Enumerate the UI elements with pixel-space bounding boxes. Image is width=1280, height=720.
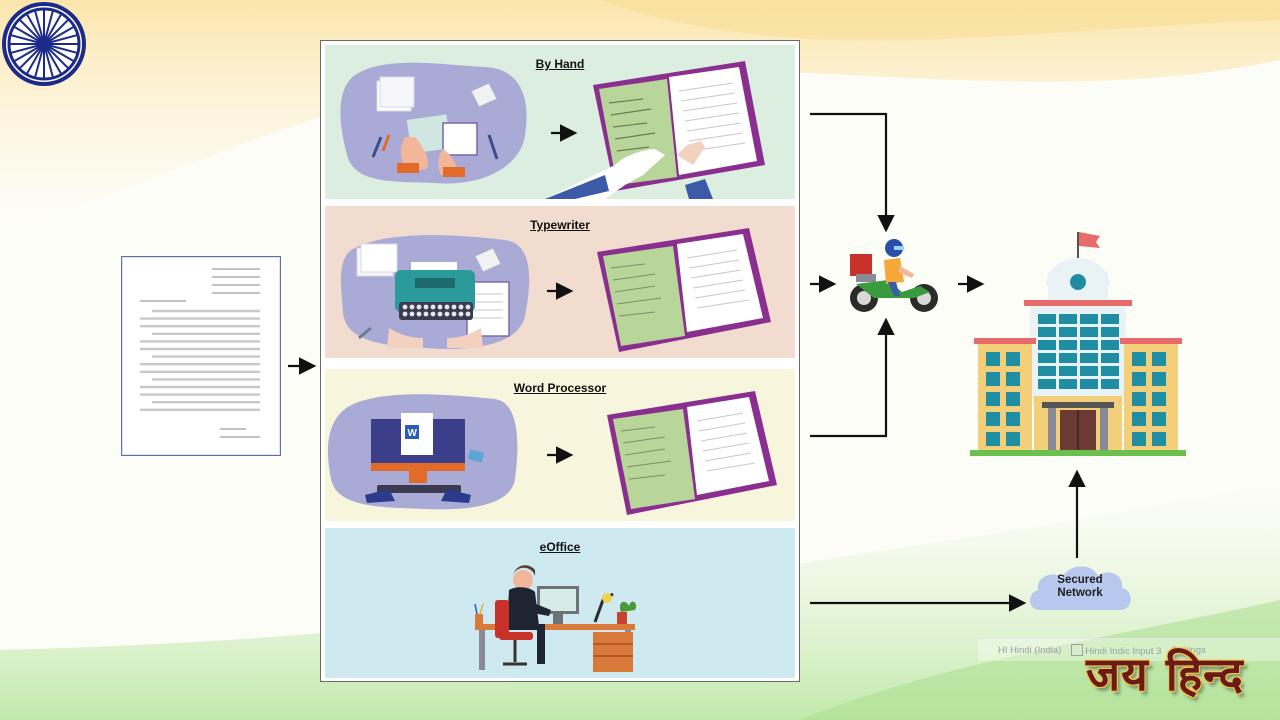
section-by-hand: By Hand — [325, 45, 795, 199]
taskbar-settings[interactable]: Settings — [1171, 644, 1206, 656]
methods-panel: By Hand Typewriter — [320, 40, 800, 682]
secured-network-cloud: Secured Network — [1026, 560, 1134, 614]
input-method-icon — [1071, 643, 1084, 656]
cloud-icon — [1029, 566, 1131, 610]
section-title-eoffice: eOffice — [539, 540, 581, 554]
ashoka-chakra-icon — [2, 2, 86, 86]
courier-motorbike-icon — [850, 239, 938, 312]
section-word-processor: W Word Processor — [325, 369, 795, 521]
section-title-word-processor: Word Processor — [513, 381, 607, 395]
by-hand-illustration — [340, 61, 765, 199]
arrow-word-processor-to-courier — [810, 317, 895, 438]
word-processor-illustration: W — [327, 391, 777, 515]
jai-hind-banner: जय हिन्द — [1086, 647, 1244, 701]
language-indicator[interactable]: HI Hindi (India) — [998, 644, 1062, 656]
arrow-by-hand-to-courier — [810, 112, 895, 233]
input-method[interactable]: Hindi Indic Input 3 — [1071, 643, 1162, 657]
language-taskbar: HI Hindi (India) Hindi Indic Input 3 Set… — [978, 638, 1280, 661]
section-title-by-hand: By Hand — [535, 57, 585, 71]
eoffice-illustration — [474, 565, 637, 672]
typewriter-illustration — [340, 228, 771, 352]
letter-document-icon — [121, 256, 281, 456]
section-typewriter: Typewriter — [325, 206, 795, 358]
network-label-line2: Network — [1057, 587, 1103, 599]
ms-word-icon — [405, 425, 419, 439]
input-method-label: Hindi Indic Input 3 — [1085, 645, 1162, 657]
network-label-line1: Secured — [1057, 574, 1103, 586]
section-eoffice: eOffice — [325, 528, 795, 678]
ms-word-icon-letter: W — [408, 428, 418, 439]
section-title-typewriter: Typewriter — [530, 218, 590, 232]
government-office-building-icon — [970, 232, 1186, 456]
